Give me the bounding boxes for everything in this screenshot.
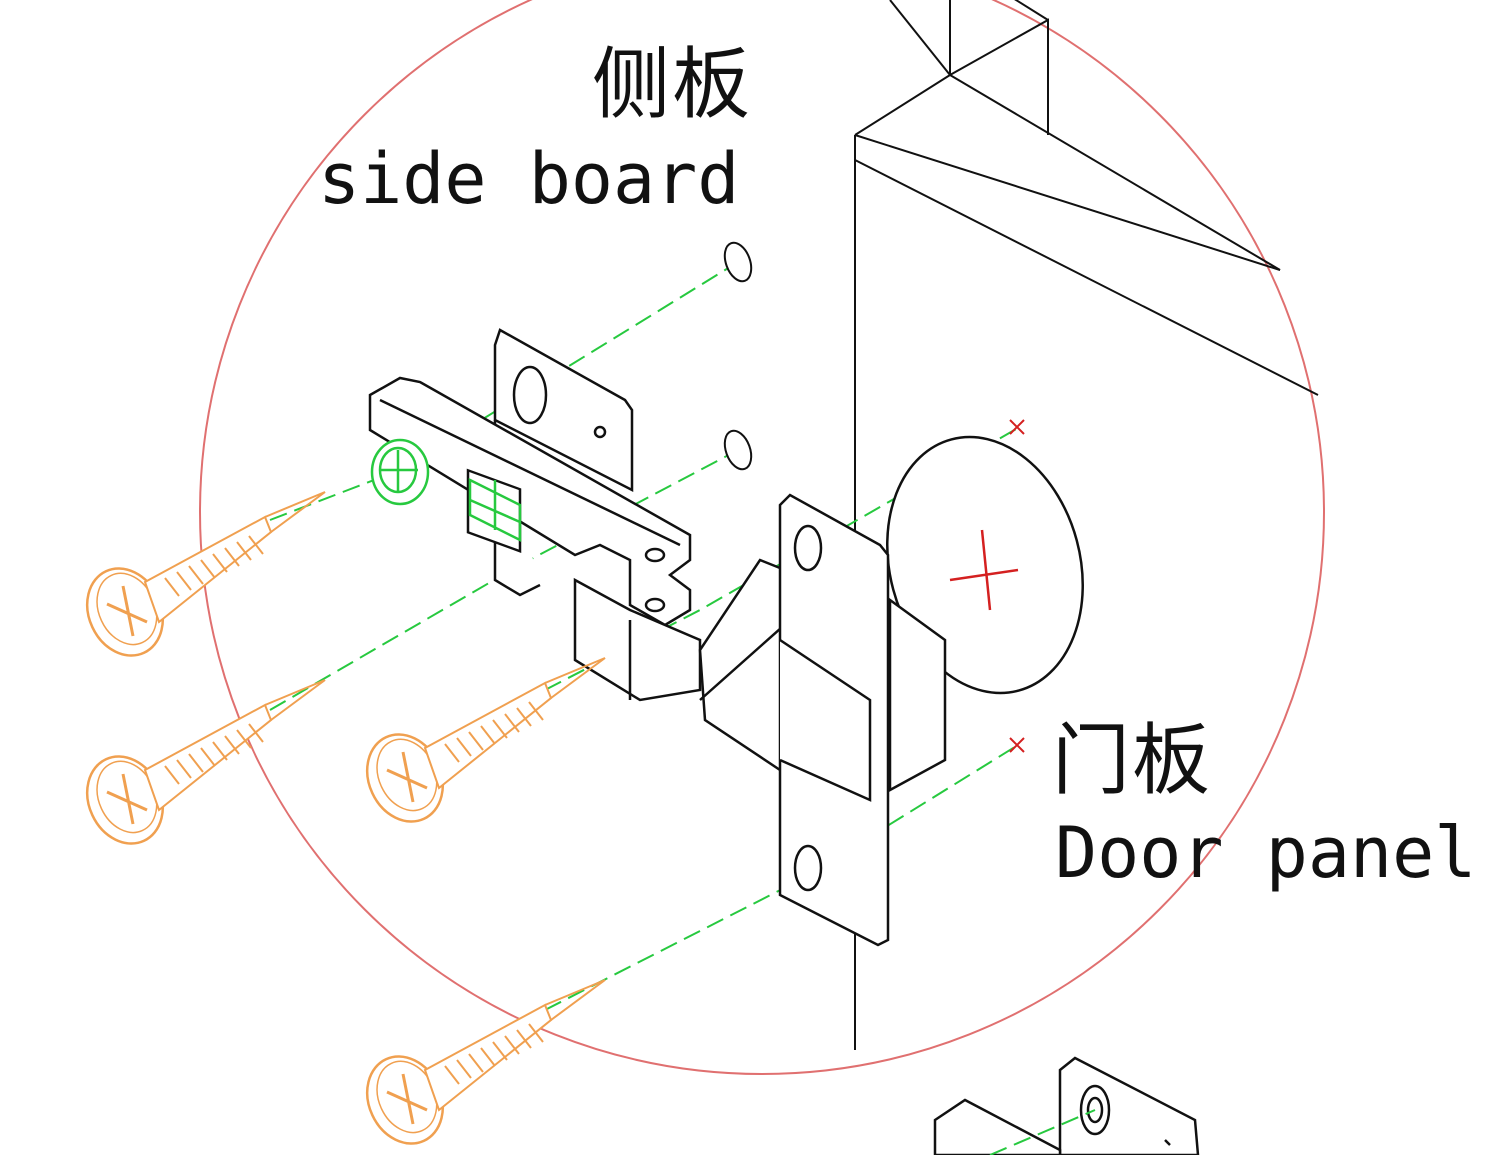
screw (71, 678, 327, 858)
detail-circle (199, 0, 1325, 1075)
door-plate (778, 493, 890, 947)
guide-lines (989, 1109, 1096, 1156)
second-hinge-partial (933, 1056, 1200, 1157)
door-panel-label-en: Door panel (1055, 812, 1477, 894)
side-board-label-en: side board (318, 138, 740, 220)
screw (351, 978, 607, 1158)
door-panel-label-cn: 门板 (1052, 716, 1213, 806)
side-board-holes (723, 241, 753, 471)
side-board-label-cn: 侧板 (592, 40, 753, 130)
hinge-cup (698, 435, 1084, 793)
screw (351, 656, 607, 836)
adjustment-screw (370, 438, 522, 543)
cross-mark-icon (949, 529, 1019, 611)
target-marks (1009, 419, 1025, 753)
